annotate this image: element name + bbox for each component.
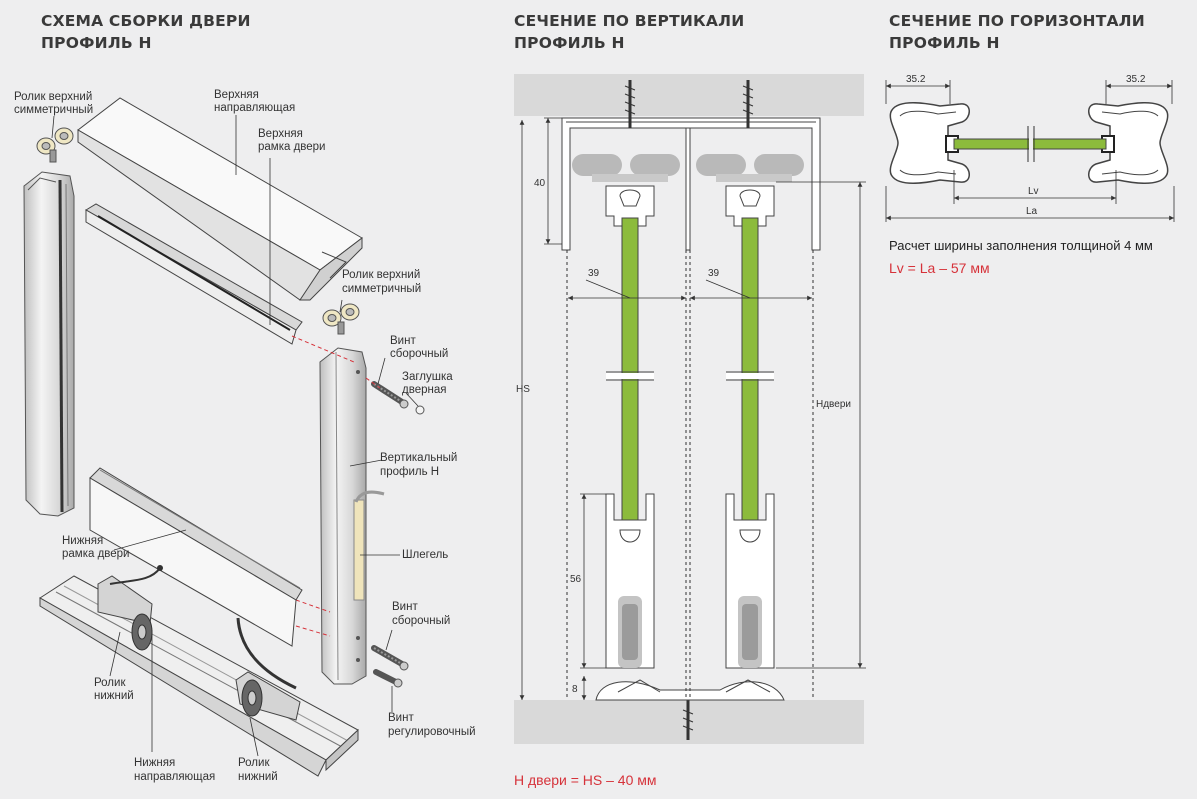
schlegel-strip <box>354 490 385 503</box>
horizontal-heading-line2: ПРОФИЛЬ Н <box>889 34 1000 52</box>
roller-bottom-left-part <box>97 565 163 651</box>
top-track-section <box>561 117 821 251</box>
vertical-heading-line1: СЕЧЕНИЕ ПО ВЕРТИКАЛИ <box>514 12 745 30</box>
dim-width-left: 39 <box>588 268 600 279</box>
assembly-heading: СХЕМА СБОРКИ ДВЕРИ ПРОФИЛЬ Н <box>41 10 251 54</box>
horizontal-heading-line1: СЕЧЕНИЕ ПО ГОРИЗОНТАЛИ <box>889 12 1145 30</box>
infill-note: Расчет ширины заполнения толщиной 4 мм <box>889 238 1153 253</box>
door-profile-left <box>605 185 655 669</box>
dim-left-35: 35.2 <box>906 74 926 85</box>
vertical-section-heading: СЕЧЕНИЕ ПО ВЕРТИКАЛИ ПРОФИЛЬ Н <box>514 10 744 54</box>
assembly-heading-line2: ПРОФИЛЬ Н <box>41 34 152 52</box>
roller-top-left <box>36 127 74 163</box>
dim-h-door: Hдвери <box>816 399 851 410</box>
bottom-guide <box>39 575 359 777</box>
dim-right-35: 35.2 <box>1126 74 1146 85</box>
bottom-door-frame <box>89 467 303 647</box>
screw-bottom <box>371 645 409 671</box>
horizontal-section-heading: СЕЧЕНИЕ ПО ГОРИЗОНТАЛИ ПРОФИЛЬ Н <box>889 10 1145 54</box>
dim-lv: Lv <box>1028 186 1039 197</box>
formula-vertical: H двери = HS – 40 мм <box>514 772 657 788</box>
ceiling <box>514 74 864 116</box>
screw-adjust <box>373 669 403 688</box>
dim-la: La <box>1026 206 1038 217</box>
left-vertical-profile <box>23 171 75 517</box>
vertical-heading-line2: ПРОФИЛЬ Н <box>514 34 625 52</box>
dim-8: 8 <box>572 684 578 695</box>
profile-left-section <box>889 102 970 184</box>
vertical-section: 40 39 39 HS Hдвери 56 8 <box>514 74 866 744</box>
label-schlegel: Шлегель <box>402 549 448 561</box>
right-vertical-profile <box>319 347 367 685</box>
door-cap-icon <box>415 405 425 415</box>
top-guide <box>77 97 363 301</box>
door-profile-right <box>725 185 775 669</box>
top-door-frame <box>85 203 303 345</box>
assembly-heading-line1: СХЕМА СБОРКИ ДВЕРИ <box>41 12 251 30</box>
roller-top-right <box>322 303 360 335</box>
horizontal-section: 35.2 35.2 Lv La <box>885 74 1175 222</box>
dim-top-gap: 40 <box>534 178 546 189</box>
dim-width-right: 39 <box>708 268 720 279</box>
dim-56: 56 <box>570 574 582 585</box>
dim-hs: HS <box>516 384 530 395</box>
profile-right-section <box>1088 102 1169 184</box>
roller-bottom-right-part <box>235 617 301 721</box>
formula-horizontal: Lv = La – 57 мм <box>889 260 990 276</box>
